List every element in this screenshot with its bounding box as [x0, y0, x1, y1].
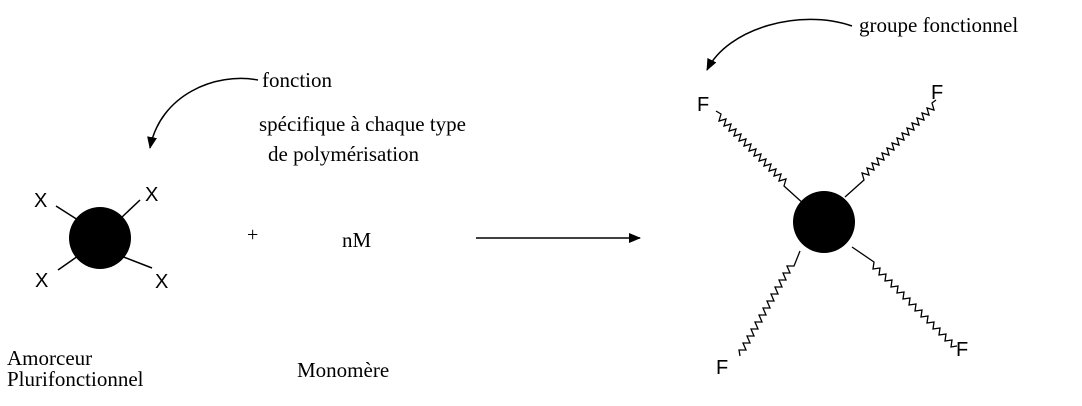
initiator-substituent-x: X	[155, 271, 168, 293]
star-polymer: F F F F	[697, 82, 968, 379]
initiator-substituent-x: X	[34, 190, 47, 212]
initiator-substituent-x: X	[35, 270, 48, 292]
polymer-end-group-f: F	[697, 94, 709, 116]
initiator-substituent-x: X	[145, 184, 158, 206]
initiator-core	[69, 207, 131, 269]
star-polymer-core	[793, 191, 855, 253]
polymer-end-group-f: F	[931, 82, 943, 104]
initiator-label-line1: Amorceur	[7, 346, 92, 370]
polymer-arm	[738, 250, 801, 357]
polymer-arm	[844, 99, 937, 198]
function-label-line3: de polymérisation	[268, 142, 420, 166]
plus-sign: +	[247, 224, 258, 246]
functional-group-curved-arrow	[706, 18, 853, 71]
monomer-formula: nM	[342, 228, 372, 252]
polymer-end-group-f: F	[716, 357, 728, 379]
initiator-molecule: X X X X	[34, 184, 168, 293]
initiator-label-line2: Plurifonctionnel	[7, 367, 144, 391]
function-label-line1: fonction	[262, 68, 332, 92]
function-curved-arrow	[147, 77, 259, 149]
monomer-label: Monomère	[297, 358, 389, 382]
polymer-arm	[715, 110, 806, 206]
polymer-arm	[851, 246, 958, 348]
polymer-end-group-f: F	[956, 339, 968, 361]
functional-group-label: groupe fonctionnel	[859, 13, 1018, 37]
function-label-line2: spécifique à chaque type	[259, 112, 466, 136]
